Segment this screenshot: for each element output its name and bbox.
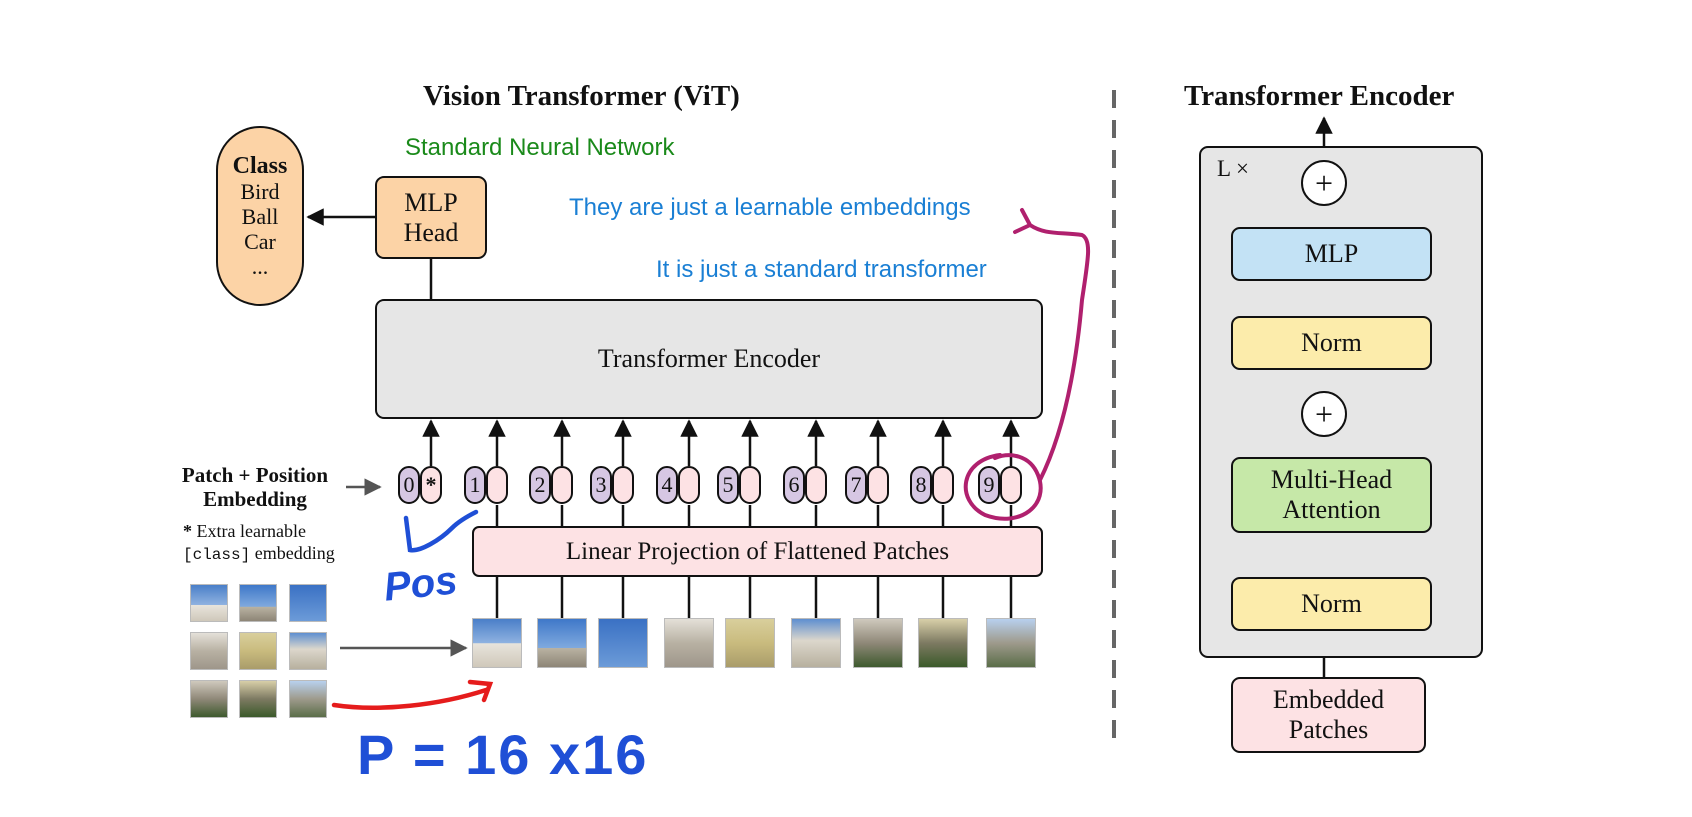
class-output: Class Bird Ball Car ... (216, 126, 304, 306)
token-8: 8 (910, 466, 932, 504)
encoder-attention-line2: Attention (1282, 495, 1381, 524)
patch-embedding (867, 466, 889, 504)
ink-red-arrow (331, 679, 494, 710)
patch-embedding (805, 466, 827, 504)
embedded-patches-line1: Embedded (1272, 685, 1385, 714)
token-arrows (422, 419, 1020, 618)
plus-circle-icon: + (1301, 160, 1347, 206)
image-patch-thumbnail (289, 680, 327, 718)
patch-embedding (551, 466, 573, 504)
note-learnable: They are just a learnable embeddings (569, 194, 971, 221)
image-patch-thumbnail (791, 618, 841, 668)
image-patch-thumbnail (918, 618, 968, 668)
token-2: 2 (529, 466, 551, 504)
class-item: Car (244, 228, 276, 254)
patch-embedding (486, 466, 508, 504)
ink-pos-label: Pos (381, 558, 460, 610)
encoder-mlp: MLP (1231, 227, 1432, 281)
image-patch-thumbnail (853, 618, 903, 668)
patch-embedding (739, 466, 761, 504)
image-patch-thumbnail (239, 632, 277, 670)
mlp-head: MLP Head (375, 176, 487, 259)
encoder-mlp-label: MLP (1304, 239, 1359, 268)
token-3: 3 (590, 466, 612, 504)
patch-embedding (1000, 466, 1022, 504)
token-9: 9 (978, 466, 1000, 504)
mlp-head-line2: Head (403, 217, 459, 247)
class-title: Class (232, 152, 288, 179)
image-patch-thumbnail (190, 584, 228, 622)
note-text1: Extra learnable (196, 521, 306, 541)
ink-blue-pos-stroke (403, 509, 479, 553)
note-code: [class] (183, 546, 251, 564)
token-4: 4 (656, 466, 678, 504)
image-patch-thumbnail (239, 680, 277, 718)
patch-position-line1: Patch + Position (181, 463, 329, 487)
plus-circle-icon: + (1301, 391, 1347, 437)
image-patch-thumbnail (289, 584, 327, 622)
encoder-title: Transformer Encoder (1184, 80, 1455, 112)
token-0: 0 (398, 466, 420, 504)
patch-position-line2: Embedding (203, 487, 307, 511)
image-patch-thumbnail (598, 618, 648, 668)
image-patch-thumbnail (472, 618, 522, 668)
image-patch-thumbnail (986, 618, 1036, 668)
token-5: 5 (717, 466, 739, 504)
token-6: 6 (783, 466, 805, 504)
class-item: Ball (241, 203, 279, 229)
linear-projection-block: Linear Projection of Flattened Patches (472, 526, 1043, 577)
note-standard-transformer: It is just a standard transformer (656, 256, 987, 283)
ink-patch-size: P = 16 x16 (357, 723, 649, 786)
transformer-encoder-label: Transformer Encoder (597, 344, 821, 373)
patch-position-label: Patch + Position Embedding (170, 463, 340, 511)
transformer-encoder-block: Transformer Encoder (375, 299, 1043, 419)
note-star: * (183, 521, 192, 541)
embedded-patches-line2: Patches (1288, 715, 1369, 744)
token-7: 7 (845, 466, 867, 504)
image-patch-thumbnail (537, 618, 587, 668)
image-patch-thumbnail (239, 584, 277, 622)
patch-embedding (932, 466, 954, 504)
class-item: Bird (240, 178, 280, 204)
image-patch-thumbnail (289, 632, 327, 670)
patch-embedding (678, 466, 700, 504)
image-patch-thumbnail (664, 618, 714, 668)
ink-magenta-mark (963, 208, 1091, 521)
class-item: ... (251, 253, 269, 279)
image-patch-thumbnail (190, 632, 228, 670)
extra-learnable-note: * Extra learnable [class] embedding (183, 520, 335, 566)
encoder-attention-line1: Multi-Head (1270, 465, 1393, 494)
class-token: * (420, 466, 442, 504)
note-standard-nn: Standard Neural Network (405, 134, 675, 161)
vit-title: Vision Transformer (ViT) (423, 80, 740, 112)
token-1: 1 (464, 466, 486, 504)
encoder-attention: Multi-Head Attention (1231, 457, 1432, 533)
encoder-norm-top: Norm (1231, 316, 1432, 370)
repeat-label: L × (1217, 156, 1249, 181)
encoder-norm-bottom-label: Norm (1301, 589, 1362, 618)
image-patch-thumbnail (190, 680, 228, 718)
encoder-norm-bottom: Norm (1231, 577, 1432, 631)
mlp-head-line1: MLP (404, 187, 458, 217)
embedded-patches: Embedded Patches (1231, 677, 1426, 753)
linear-projection-label: Linear Projection of Flattened Patches (565, 537, 950, 565)
encoder-norm-top-label: Norm (1301, 328, 1362, 357)
note-text2: embedding (254, 543, 335, 563)
image-patch-thumbnail (725, 618, 775, 668)
patch-embedding (612, 466, 634, 504)
